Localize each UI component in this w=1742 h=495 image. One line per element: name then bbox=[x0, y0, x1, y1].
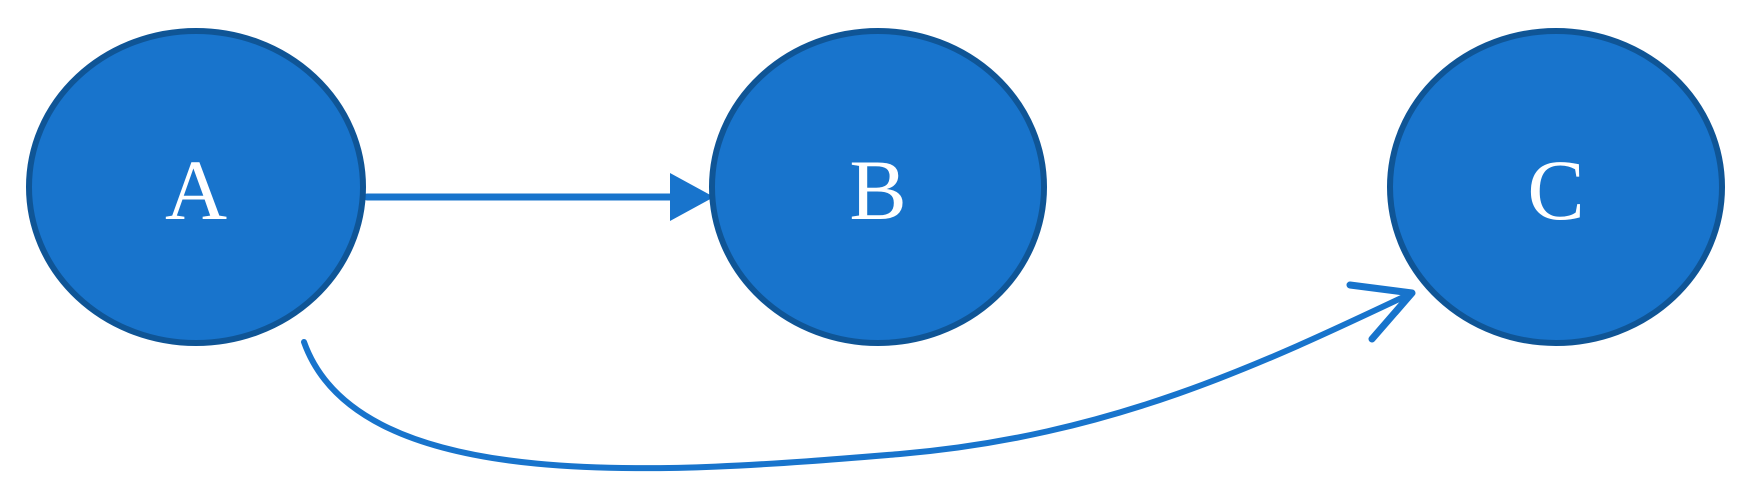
edge-a-to-c-curve bbox=[301, 290, 1415, 472]
node-a-label: A bbox=[165, 142, 227, 238]
node-c-label: C bbox=[1527, 142, 1584, 238]
node-b-label: B bbox=[849, 142, 906, 238]
node-c: C bbox=[1387, 28, 1725, 346]
node-a-circle bbox=[26, 28, 366, 346]
node-b: B bbox=[709, 28, 1047, 346]
edge-a-to-c bbox=[301, 281, 1416, 472]
edge-a-to-b-arrowhead bbox=[670, 173, 714, 221]
edge-a-to-b bbox=[363, 173, 714, 221]
node-b-circle bbox=[709, 28, 1047, 346]
node-c-circle bbox=[1387, 28, 1725, 346]
node-a: A bbox=[26, 28, 366, 346]
edge-a-to-c-arrowhead bbox=[1346, 281, 1416, 343]
